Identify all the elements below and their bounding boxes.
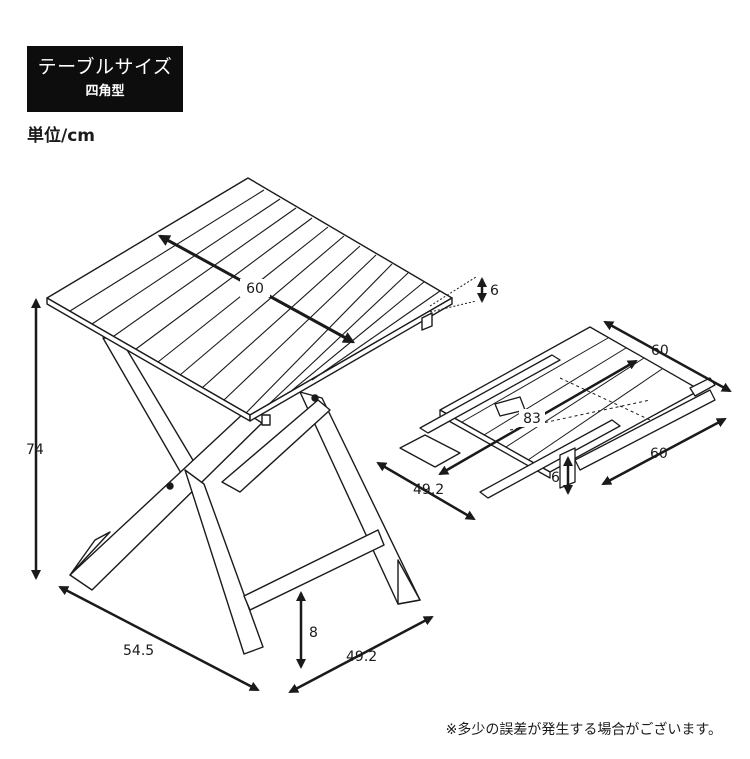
unit-label: 単位/cm <box>27 126 95 146</box>
dim-folded-thickness: 6 <box>551 456 573 495</box>
dim-height-label: 74 <box>26 442 44 458</box>
disclaimer-note: ※多少の誤差が発生する場合がございます。 <box>445 722 722 738</box>
table-top <box>46 177 453 426</box>
dim-stretcher-height-label: 8 <box>309 625 318 641</box>
dim-folded-thickness-label: 6 <box>551 470 560 486</box>
dim-folded-length: 83 <box>438 359 638 476</box>
dim-folded-depth-label: 49.2 <box>413 482 444 498</box>
dim-folded-length2: 60 <box>601 417 727 486</box>
subtitle: 四角型 <box>85 84 125 99</box>
dim-base-width: 49.2 <box>288 615 434 694</box>
dim-base-width-label: 49.2 <box>346 649 377 665</box>
dim-stretcher-height: 8 <box>296 591 318 669</box>
dim-folded-depth: 49.2 <box>376 461 476 521</box>
dim-height: 74 <box>26 298 44 580</box>
dim-folded-length2-label: 60 <box>650 446 668 462</box>
dim-top-width: 60 <box>157 234 356 344</box>
dim-folded-width-label: 60 <box>651 343 669 359</box>
dim-folded-length-label: 83 <box>523 411 541 427</box>
table-open-illustration <box>46 177 453 655</box>
dim-folded-width: 60 <box>603 320 732 393</box>
dim-top-thickness-label: 6 <box>490 283 499 299</box>
dim-top-width-label: 60 <box>246 281 264 297</box>
dim-top-thickness: 6 <box>429 276 499 313</box>
dim-base-depth-label: 54.5 <box>123 643 154 659</box>
table-legs <box>69 337 421 655</box>
dim-base-depth: 54.5 <box>58 585 260 692</box>
title: テーブルサイズ <box>37 56 173 78</box>
title-box: テーブルサイズ 四角型 <box>27 46 183 112</box>
